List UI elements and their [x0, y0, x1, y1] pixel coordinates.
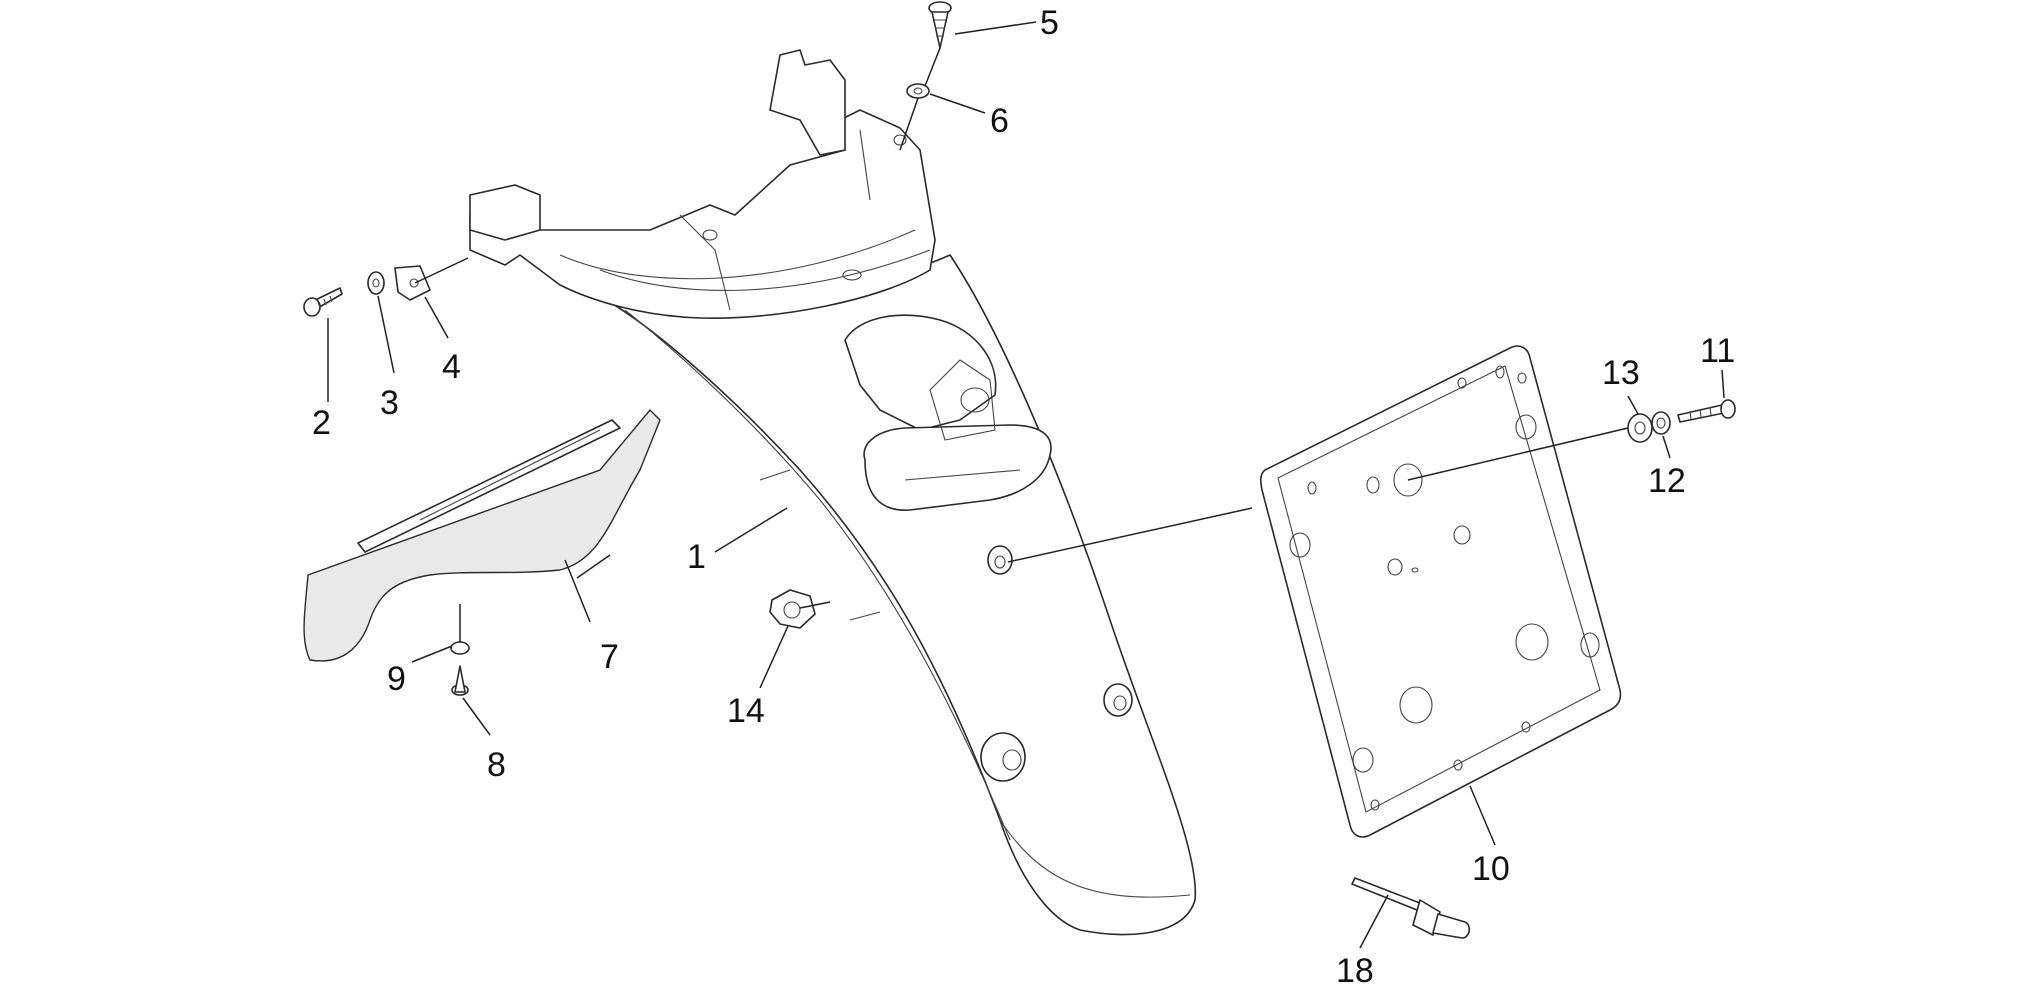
rear-fender-part — [469, 49, 1197, 936]
rivet-part — [1351, 877, 1471, 939]
callout-3: 3 — [380, 384, 399, 422]
callout-11: 11 — [1700, 332, 1735, 370]
callout-18: 18 — [1336, 952, 1374, 988]
callout-12: 12 — [1648, 462, 1686, 500]
callout-13: 13 — [1602, 354, 1640, 392]
callout-7: 7 — [600, 638, 619, 676]
right-washer-small-part — [1651, 411, 1671, 435]
callout-1: 1 — [687, 538, 706, 576]
license-plate-holder-part — [1259, 345, 1622, 838]
callout-4: 4 — [442, 348, 461, 386]
callout-labels: 1 2 3 4 5 6 7 8 9 10 11 12 13 14 18 — [312, 4, 1735, 988]
callout-2: 2 — [312, 404, 331, 442]
callout-10: 10 — [1472, 850, 1510, 888]
side-cover-part — [303, 408, 661, 662]
right-washer-large-part — [1627, 413, 1653, 443]
callout-8: 8 — [487, 746, 506, 784]
callout-pointers — [327, 21, 1725, 949]
callout-9: 9 — [387, 660, 406, 698]
small-washer-part — [450, 641, 470, 655]
callout-5: 5 — [1040, 4, 1059, 42]
clip-nut-part — [394, 265, 431, 301]
hex-nut-part — [769, 589, 816, 629]
right-screw-part — [1677, 399, 1736, 423]
screw-part — [303, 287, 343, 317]
callout-14: 14 — [727, 692, 765, 730]
callout-6: 6 — [990, 102, 1009, 140]
plate-mounting-holes — [1289, 365, 1600, 811]
leader-lines — [414, 47, 1629, 642]
small-screw-part — [451, 665, 469, 696]
washer-part — [367, 271, 385, 295]
top-screw-part — [928, 1, 952, 49]
